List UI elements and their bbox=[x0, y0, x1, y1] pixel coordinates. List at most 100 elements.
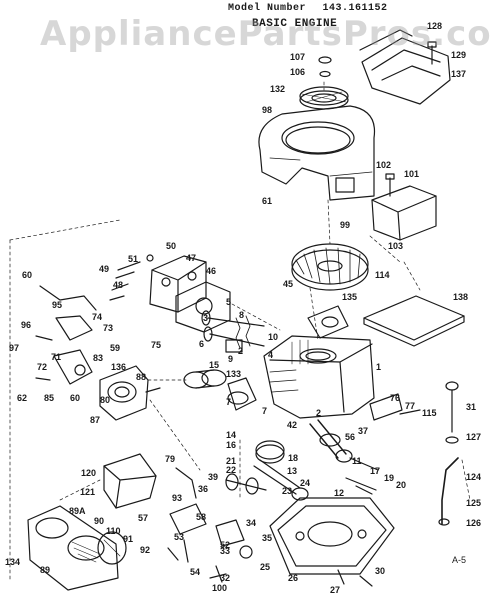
part-label-24: 24 bbox=[300, 478, 311, 488]
part-label-115: 115 bbox=[422, 408, 437, 418]
part-label-62: 62 bbox=[17, 393, 28, 403]
part-label-1: 1 bbox=[376, 362, 382, 372]
part-label-25: 25 bbox=[260, 562, 271, 572]
part-label-7-mid: 7 bbox=[262, 406, 268, 416]
part-label-135: 135 bbox=[342, 292, 358, 302]
part-label-124: 124 bbox=[466, 472, 482, 482]
part-label-27: 27 bbox=[330, 585, 341, 595]
filter-pad-part bbox=[363, 295, 465, 347]
blower-housing-part bbox=[258, 105, 376, 201]
part-label-97: 97 bbox=[9, 343, 20, 353]
part-label-31: 31 bbox=[466, 402, 477, 412]
piston-rod-part bbox=[253, 440, 309, 501]
part-label-14: 14 bbox=[226, 430, 237, 440]
carburetor-part bbox=[99, 365, 161, 421]
throttle-bracket-part bbox=[167, 503, 253, 563]
dipstick-part bbox=[438, 381, 459, 526]
choke-linkage-part bbox=[35, 285, 97, 385]
part-label-120: 120 bbox=[81, 468, 97, 478]
part-label-48: 48 bbox=[113, 280, 124, 290]
part-label-23: 23 bbox=[282, 486, 293, 496]
part-label-7-top: 7 bbox=[226, 397, 232, 407]
cylinder-block-part bbox=[263, 335, 375, 419]
part-label-35: 35 bbox=[262, 533, 273, 543]
part-label-80: 80 bbox=[100, 395, 111, 405]
camshaft-part bbox=[225, 473, 267, 495]
part-label-92: 92 bbox=[140, 545, 151, 555]
part-label-12: 12 bbox=[334, 488, 345, 498]
blower-cover-part bbox=[359, 29, 451, 105]
valves-part bbox=[201, 310, 265, 353]
part-label-95: 95 bbox=[52, 300, 63, 310]
part-label-13: 13 bbox=[287, 466, 298, 476]
part-label-57: 57 bbox=[138, 513, 149, 523]
part-label-21: 21 bbox=[226, 456, 237, 466]
part-label-10: 10 bbox=[268, 332, 279, 342]
part-label-99: 99 bbox=[340, 220, 351, 230]
head-bolts-part bbox=[109, 254, 154, 301]
air-cleaner-part bbox=[27, 505, 127, 591]
assembly-guide-lines bbox=[9, 81, 471, 581]
part-label-6: 6 bbox=[199, 339, 205, 349]
part-label-125: 125 bbox=[466, 498, 482, 508]
part-label-19: 19 bbox=[384, 473, 395, 483]
part-label-93: 93 bbox=[172, 493, 183, 503]
part-label-114: 114 bbox=[375, 270, 390, 280]
part-label-51: 51 bbox=[128, 254, 139, 264]
part-label-47: 47 bbox=[186, 253, 197, 263]
part-label-72: 72 bbox=[37, 362, 48, 372]
part-label-61: 61 bbox=[262, 196, 273, 206]
model-label-text: Model Number bbox=[228, 3, 307, 14]
part-label-59: 59 bbox=[110, 343, 121, 353]
part-label-50: 50 bbox=[166, 241, 177, 251]
part-label-103: 103 bbox=[388, 241, 404, 251]
part-label-30: 30 bbox=[375, 566, 386, 576]
part-label-16: 16 bbox=[226, 440, 237, 450]
part-label-34: 34 bbox=[246, 518, 257, 528]
part-label-71: 71 bbox=[51, 352, 62, 362]
washer-parts-106-107 bbox=[318, 56, 332, 78]
part-label-58: 58 bbox=[196, 512, 207, 522]
part-label-49: 49 bbox=[99, 264, 110, 274]
part-label-17: 17 bbox=[370, 466, 381, 476]
part-label-107: 107 bbox=[290, 52, 306, 62]
part-label-137: 137 bbox=[451, 69, 467, 79]
part-label-26: 26 bbox=[288, 573, 299, 583]
part-label-73: 73 bbox=[103, 323, 114, 333]
part-label-129: 129 bbox=[451, 50, 467, 60]
breather-part bbox=[227, 377, 257, 411]
part-label-60-top: 60 bbox=[22, 270, 33, 280]
model-number-label: Model Number 143.161152 bbox=[228, 3, 388, 14]
intake-tube-part bbox=[183, 369, 227, 389]
part-label-75: 75 bbox=[151, 340, 162, 350]
part-label-56: 56 bbox=[345, 432, 356, 442]
part-label-85: 85 bbox=[44, 393, 55, 403]
part-label-54: 54 bbox=[190, 567, 201, 577]
flywheel-part bbox=[291, 243, 369, 291]
part-label-102: 102 bbox=[376, 160, 392, 170]
governor-part bbox=[369, 393, 421, 421]
part-label-96: 96 bbox=[21, 320, 32, 330]
part-label-88: 88 bbox=[136, 372, 147, 382]
part-label-121: 121 bbox=[80, 487, 96, 497]
part-label-3: 3 bbox=[203, 313, 209, 323]
part-label-39: 39 bbox=[208, 472, 219, 482]
section-title: BASIC ENGINE bbox=[252, 18, 338, 30]
part-label-106: 106 bbox=[290, 67, 306, 77]
part-label-22: 22 bbox=[226, 465, 237, 475]
part-label-89a: 89A bbox=[69, 506, 86, 516]
muffler-part bbox=[103, 453, 157, 509]
air-shroud-part bbox=[371, 173, 437, 241]
part-label-33: 33 bbox=[220, 546, 231, 556]
part-label-100: 100 bbox=[212, 583, 228, 593]
part-label-76: 76 bbox=[390, 393, 401, 403]
cylinder-head-part bbox=[149, 255, 231, 333]
part-label-128: 128 bbox=[427, 21, 443, 31]
part-label-87: 87 bbox=[90, 415, 101, 425]
part-label-11: 11 bbox=[352, 456, 362, 466]
part-label-90: 90 bbox=[94, 516, 105, 526]
part-label-79: 79 bbox=[165, 454, 176, 464]
part-label-2-top: 2 bbox=[238, 346, 244, 356]
ignition-module-part bbox=[307, 305, 349, 339]
